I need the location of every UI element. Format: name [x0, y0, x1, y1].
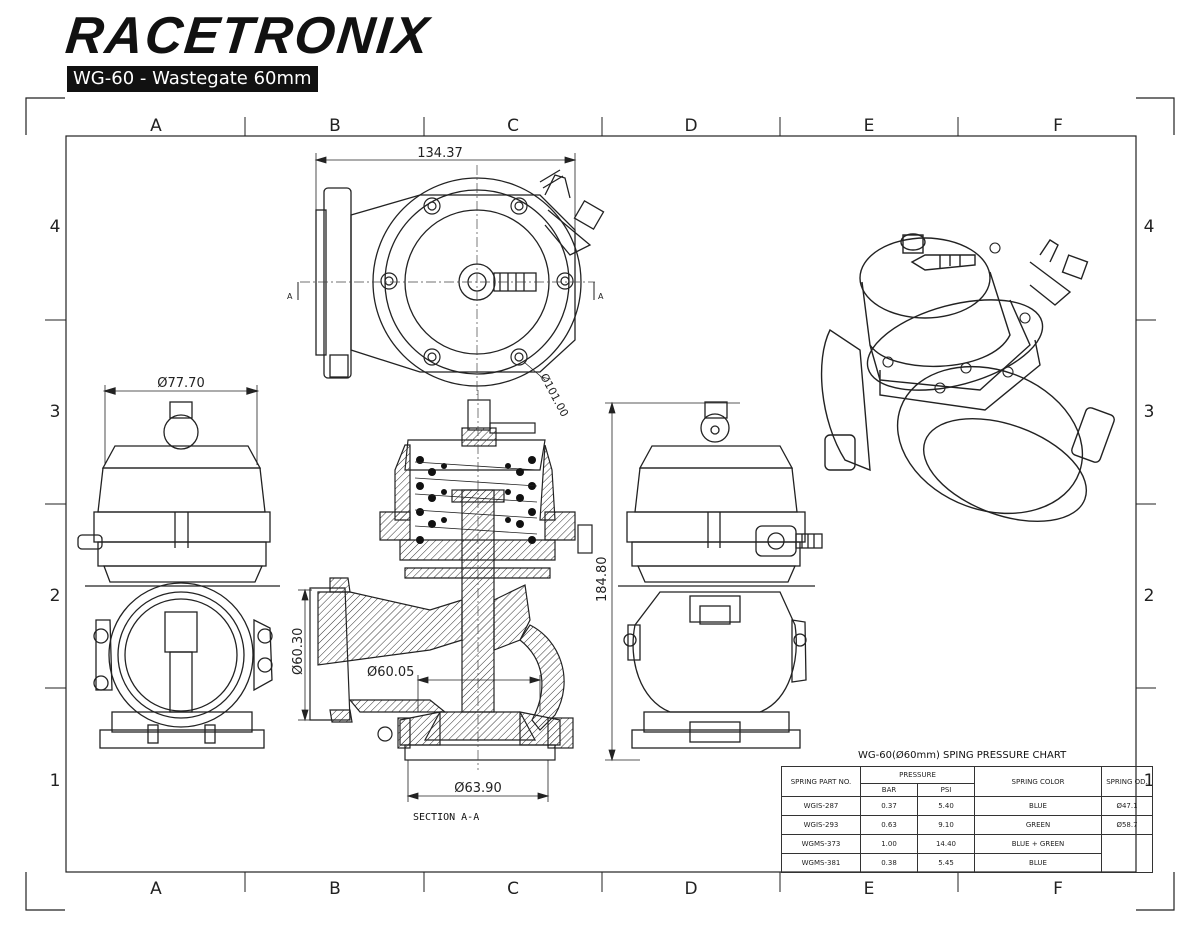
outer-frame: [25, 97, 1175, 911]
dim-flange-dia: Ø101.00: [537, 371, 571, 419]
drawing-subtitle: WG-60 - Wastegate 60mm: [67, 66, 318, 92]
dim-inlet-dia: Ø60.30: [291, 628, 306, 675]
dim-height: 184.80: [595, 557, 610, 603]
dim-top-width: 134.37: [417, 146, 463, 161]
dim-outlet-dia: Ø63.90: [454, 781, 501, 796]
row-label: 2: [1144, 586, 1155, 606]
cell-color: BLUE: [974, 796, 1102, 816]
header-part-no: SPRING PART NO.: [781, 766, 861, 797]
right-side-view: [618, 401, 823, 749]
table-row: WGIS-287 0.37 5.40 BLUE Ø47.1: [781, 796, 1153, 816]
cell-bar: 0.37: [860, 796, 918, 816]
cell-od: Ø47.1: [1101, 796, 1153, 816]
top-view-centerlines: [300, 165, 595, 395]
col-label: E: [864, 879, 875, 899]
table-row: WGMS-373 1.00 14.40 BLUE + GREEN: [781, 834, 1153, 873]
header-pressure: PRESSURE: [860, 766, 975, 784]
col-label: D: [684, 116, 697, 136]
section-label: SECTION A-A: [413, 812, 480, 823]
section-spring-lines: [414, 461, 538, 535]
col-label: A: [150, 879, 162, 899]
section-dimensions: [298, 401, 740, 802]
cell-bar: 0.38: [860, 853, 918, 873]
col-label: C: [507, 879, 519, 899]
cell-psi: 14.40: [917, 834, 975, 854]
section-view: [309, 399, 593, 761]
cell-part: WGIS-293: [781, 815, 861, 835]
isometric-view: [820, 233, 1115, 523]
spring-pressure-table: SPRING PART NO. PRESSURE SPRING COLOR SP…: [781, 766, 1153, 873]
col-label: C: [507, 116, 519, 136]
flange-dia-leader: [523, 361, 546, 381]
cell-color: BLUE: [974, 853, 1102, 873]
cell-od: Ø58.7: [1101, 815, 1153, 835]
section-spring: [416, 456, 536, 544]
spring-chart-title: WG-60(Ø60mm) SPING PRESSURE CHART: [858, 750, 1067, 761]
cell-psi: 5.45: [917, 853, 975, 873]
row-label: 4: [50, 217, 61, 237]
cell-color: BLUE + GREEN: [974, 834, 1102, 854]
row-label: 2: [50, 586, 61, 606]
top-width-dimension: [314, 153, 577, 230]
dim-valve-dia: Ø60.05: [367, 665, 414, 680]
header-spring-color: SPRING COLOR: [974, 766, 1102, 797]
header-spring-od: SPRING OD.: [1101, 766, 1153, 797]
column-labels-top: A B C D E F: [150, 116, 1063, 136]
cell-od: [1101, 834, 1153, 873]
column-labels-bottom: A B C D E F: [150, 879, 1063, 899]
header-bar: BAR: [860, 783, 918, 797]
col-label: B: [329, 879, 341, 899]
col-label: A: [150, 116, 162, 136]
dim-body-dia: Ø77.70: [157, 376, 204, 391]
table-row: WGIS-293 0.63 9.10 GREEN Ø58.7: [781, 815, 1153, 835]
cell-psi: 9.10: [917, 815, 975, 835]
row-label: 3: [1144, 402, 1155, 422]
header-psi: PSI: [917, 783, 975, 797]
section-cut-markers: [297, 282, 595, 300]
section-marker-right: A: [598, 292, 604, 301]
cell-part: WGIS-287: [781, 796, 861, 816]
col-label: E: [864, 116, 875, 136]
col-label: D: [684, 879, 697, 899]
row-labels: 4 3 2 1 4 3 2 1: [50, 217, 1155, 791]
col-label: F: [1053, 879, 1063, 899]
inner-frame: [65, 135, 1137, 873]
col-label: F: [1053, 116, 1063, 136]
cell-color: GREEN: [974, 815, 1102, 835]
row-label: 3: [50, 402, 61, 422]
left-side-view: [77, 385, 280, 749]
cell-bar: 1.00: [860, 834, 918, 854]
section-marker-left: A: [287, 292, 293, 301]
cell-part: WGMS-373: [781, 834, 861, 854]
cell-bar: 0.63: [860, 815, 918, 835]
cell-part: WGMS-381: [781, 853, 861, 873]
row-label: 4: [1144, 217, 1155, 237]
top-view: [315, 169, 605, 387]
zone-ticks: [45, 117, 1156, 892]
col-label: B: [329, 116, 341, 136]
table-row: WGMS-381 0.38 5.45 BLUE: [781, 853, 1153, 873]
row-label: 1: [50, 771, 61, 791]
cell-psi: 5.40: [917, 796, 975, 816]
